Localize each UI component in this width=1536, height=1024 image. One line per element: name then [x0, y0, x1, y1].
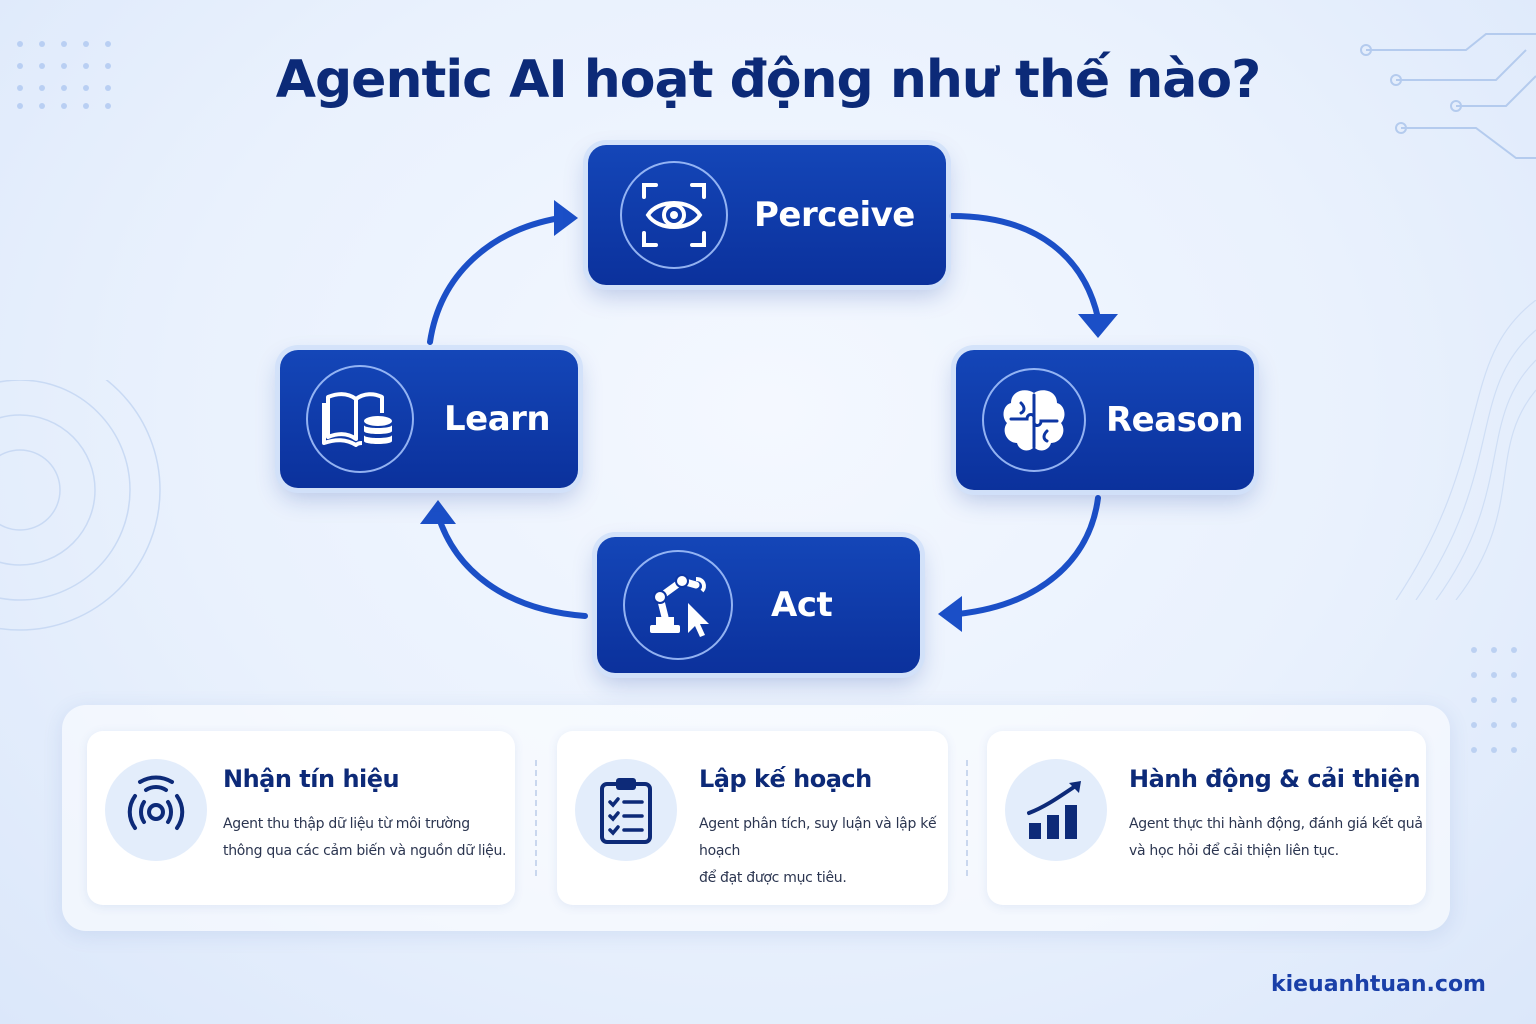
card-description: Agent thu thập dữ liệu từ môi trường thô…	[223, 811, 507, 865]
card-title: Nhận tín hiệu	[223, 765, 400, 793]
card-title: Hành động & cải thiện	[1129, 765, 1421, 793]
arrowhead-learn	[420, 500, 456, 524]
arrow-perceive-to-reason	[949, 213, 1101, 321]
card-description-line: và học hỏi để cải thiện liên tục.	[1129, 843, 1339, 859]
card-description: Agent phân tích, suy luận và lập kế hoạc…	[699, 811, 948, 892]
page-title: Agentic AI hoạt động như thế nào?	[275, 50, 1262, 110]
arrowhead-act	[938, 596, 962, 632]
brain-puzzle-icon	[982, 368, 1086, 472]
node-reason[interactable]: Reason	[956, 350, 1254, 490]
card-description: Agent thực thi hành động, đánh giá kết q…	[1129, 811, 1423, 865]
card-divider	[535, 760, 537, 876]
circuit-decoration	[1360, 33, 1536, 159]
node-learn-label: Learn	[444, 399, 551, 439]
dot-grid-decoration	[17, 41, 111, 109]
arrow-learn-to-perceive	[427, 215, 563, 345]
card-description-line: Agent phân tích, suy luận và lập kế hoạc…	[699, 816, 937, 859]
footer-website-link[interactable]: kieuanhtuan.com	[1270, 972, 1486, 997]
signal-waves-icon	[105, 759, 207, 861]
eye-scan-icon	[620, 161, 728, 269]
wave-decoration	[1395, 300, 1536, 600]
node-perceive[interactable]: Perceive	[588, 145, 946, 285]
ripple-decoration	[0, 380, 161, 631]
arrowhead-perceive	[554, 200, 578, 236]
dot-grid-decoration-right	[1471, 647, 1517, 753]
card-title: Lập kế hoạch	[699, 765, 872, 793]
card-act-info: Hành động & cải thiện Agent thực thi hàn…	[987, 731, 1426, 905]
book-database-icon	[306, 365, 414, 473]
arrow-reason-to-act	[955, 495, 1101, 617]
card-description-line: thông qua các cảm biến và nguồn dữ liệu.	[223, 843, 507, 859]
node-learn[interactable]: Learn	[280, 350, 578, 488]
card-description-line: Agent thực thi hành động, đánh giá kết q…	[1129, 816, 1423, 832]
arrow-act-to-learn	[435, 512, 588, 619]
card-divider	[966, 760, 968, 876]
card-description-line: Agent thu thập dữ liệu từ môi trường	[223, 816, 470, 832]
clipboard-checklist-icon	[575, 759, 677, 861]
growth-chart-icon	[1005, 759, 1107, 861]
node-reason-label: Reason	[1106, 400, 1243, 440]
card-perceive-info: Nhận tín hiệu Agent thu thập dữ liệu từ …	[87, 731, 515, 905]
arrowhead-reason	[1078, 314, 1118, 338]
node-perceive-label: Perceive	[754, 195, 915, 235]
node-act-label: Act	[771, 585, 833, 625]
card-plan-info: Lập kế hoạch Agent phân tích, suy luận v…	[557, 731, 948, 905]
card-description-line: để đạt được mục tiêu.	[699, 870, 847, 886]
node-act[interactable]: Act	[597, 537, 920, 673]
robot-arm-cursor-icon	[623, 550, 733, 660]
